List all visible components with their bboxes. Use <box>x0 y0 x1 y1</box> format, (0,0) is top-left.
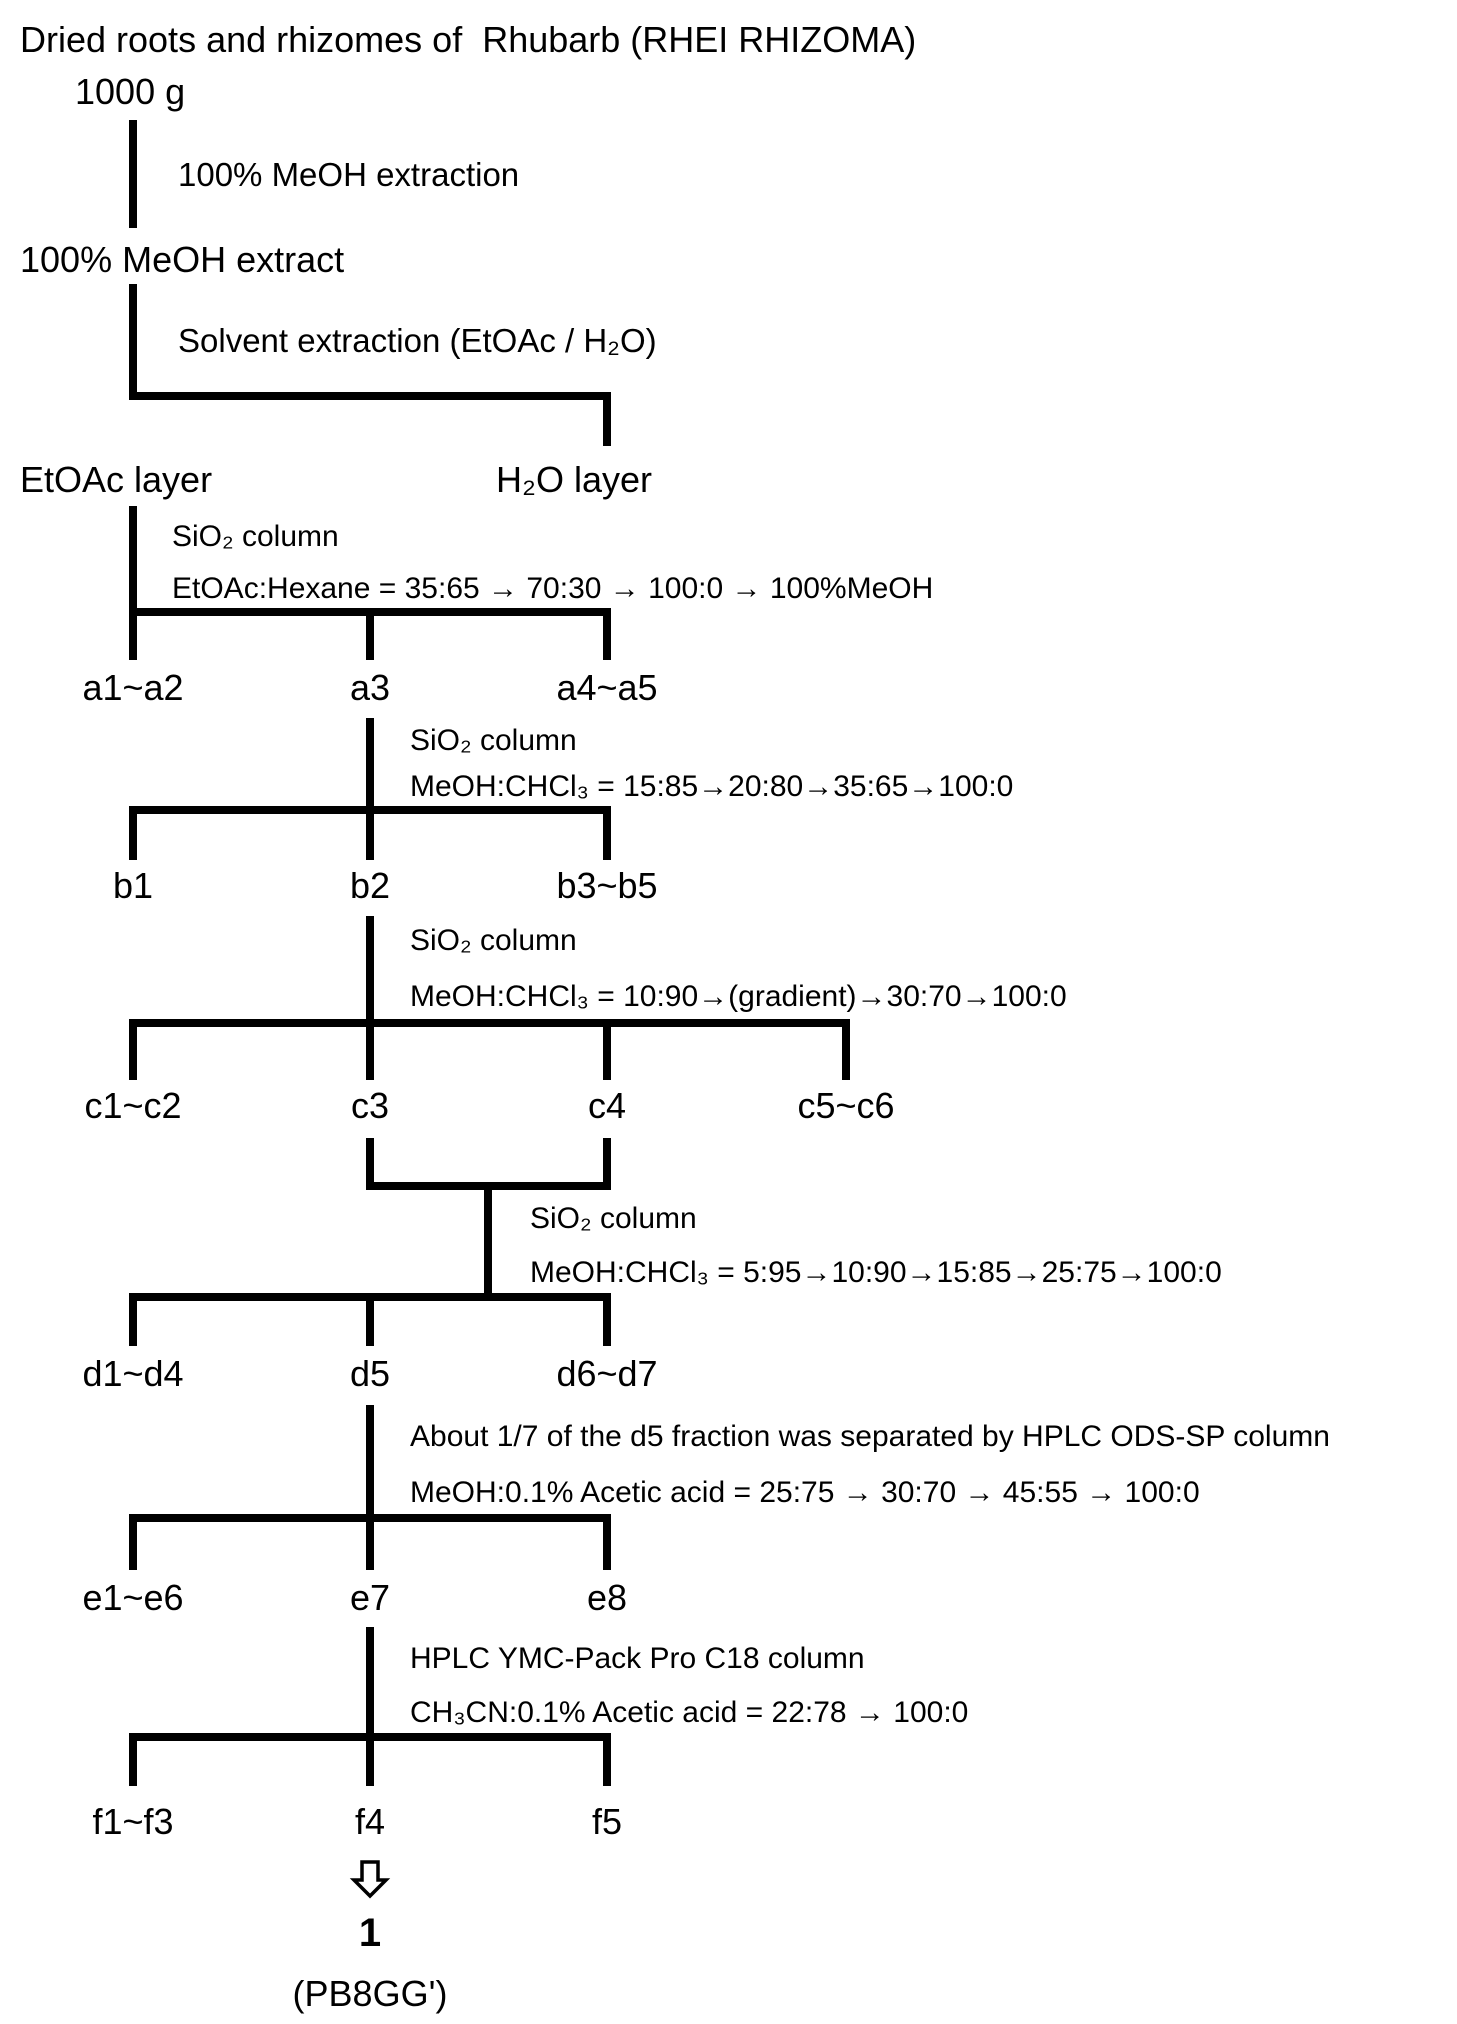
column-e-method: About 1/7 of the d5 fraction was separat… <box>410 1420 1330 1453</box>
flowchart-title: Dried roots and rhizomes of Rhubarb (RHE… <box>20 19 916 60</box>
column-c-eluent: MeOH:CHCl₃ = 10:90→(gradient)→30:70→100:… <box>410 980 1067 1013</box>
fraction-f1-f3: f1~f3 <box>92 1801 173 1842</box>
column-b-method: SiO₂ column <box>410 724 577 757</box>
fraction-e1-e6: e1~e6 <box>82 1577 183 1618</box>
column-a-eluent: EtOAc:Hexane = 35:65 → 70:30 → 100:0 → 1… <box>172 572 933 605</box>
connector-lines <box>129 120 850 1786</box>
fraction-b1: b1 <box>113 865 153 906</box>
fraction-d1-d4: d1~d4 <box>82 1353 183 1394</box>
column-c-method: SiO₂ column <box>410 924 577 957</box>
column-d-method: SiO₂ column <box>530 1202 697 1235</box>
node-etoac-layer: EtOAc layer <box>20 459 212 500</box>
hollow-down-arrow-icon <box>349 1860 391 1899</box>
column-b-eluent: MeOH:CHCl₃ = 15:85→20:80→35:65→100:0 <box>410 770 1013 803</box>
column-e-eluent: MeOH:0.1% Acetic acid = 25:75 → 30:70 → … <box>410 1476 1200 1509</box>
node-water-layer: H₂O layer <box>496 459 652 500</box>
product-compound-number: 1 <box>359 1911 381 1955</box>
fraction-b2: b2 <box>350 865 390 906</box>
step-methanol-extraction: 100% MeOH extraction <box>178 156 519 193</box>
column-f-method: HPLC YMC-Pack Pro C18 column <box>410 1642 865 1675</box>
product-compound-name: (PB8GG') <box>293 1973 448 2014</box>
step-solvent-extraction: Solvent extraction (EtOAc / H₂O) <box>178 322 657 359</box>
fraction-a3: a3 <box>350 667 390 708</box>
fraction-f5: f5 <box>592 1801 622 1842</box>
fraction-b3-b5: b3~b5 <box>556 865 657 906</box>
starting-amount: 1000 g <box>75 71 185 112</box>
fraction-a1-a2: a1~a2 <box>82 667 183 708</box>
column-a-method: SiO₂ column <box>172 520 339 553</box>
fraction-e8: e8 <box>587 1577 627 1618</box>
fraction-f4: f4 <box>355 1801 385 1842</box>
node-methanol-extract: 100% MeOH extract <box>20 239 344 280</box>
fraction-a4-a5: a4~a5 <box>556 667 657 708</box>
fraction-e7: e7 <box>350 1577 390 1618</box>
fraction-d6-d7: d6~d7 <box>556 1353 657 1394</box>
fraction-c5-c6: c5~c6 <box>797 1085 894 1126</box>
fraction-c1-c2: c1~c2 <box>84 1085 181 1126</box>
fraction-d5: d5 <box>350 1353 390 1394</box>
column-f-eluent: CH₃CN:0.1% Acetic acid = 22:78 → 100:0 <box>410 1696 968 1729</box>
fraction-c4: c4 <box>588 1085 626 1126</box>
fraction-c3: c3 <box>351 1085 389 1126</box>
column-d-eluent: MeOH:CHCl₃ = 5:95→10:90→15:85→25:75→100:… <box>530 1256 1222 1289</box>
